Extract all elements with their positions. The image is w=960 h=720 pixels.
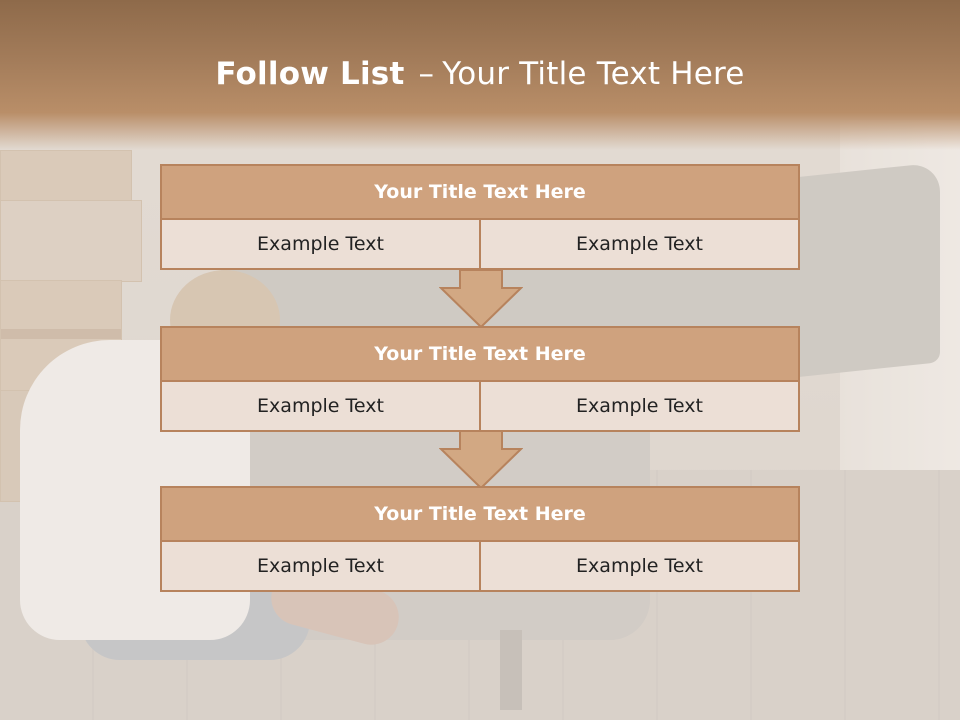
cardboard-box [0, 200, 142, 282]
flow-step-1: Your Title Text Here Example Text Exampl… [160, 164, 800, 270]
step-heading: Your Title Text Here [160, 486, 800, 542]
title-separator: – [418, 56, 435, 92]
step-cell-left: Example Text [160, 382, 479, 432]
flow-step-2: Your Title Text Here Example Text Exampl… [160, 326, 800, 432]
sofa-leg [500, 630, 522, 710]
step-row: Example Text Example Text [160, 542, 800, 592]
step-cell-left: Example Text [160, 542, 479, 592]
down-arrow-icon [439, 270, 523, 328]
flow-step-3: Your Title Text Here Example Text Exampl… [160, 486, 800, 592]
step-row: Example Text Example Text [160, 220, 800, 270]
step-cell-right: Example Text [479, 220, 800, 270]
step-heading: Your Title Text Here [160, 164, 800, 220]
down-arrow-icon [439, 431, 523, 489]
step-cell-right: Example Text [479, 542, 800, 592]
step-cell-left: Example Text [160, 220, 479, 270]
title-rest: Your Title Text Here [442, 56, 745, 92]
step-heading: Your Title Text Here [160, 326, 800, 382]
title-bar: Follow List–Your Title Text Here [0, 0, 960, 150]
slide-title: Follow List–Your Title Text Here [0, 56, 960, 92]
title-lead: Follow List [215, 56, 405, 92]
step-cell-right: Example Text [479, 382, 800, 432]
step-row: Example Text Example Text [160, 382, 800, 432]
